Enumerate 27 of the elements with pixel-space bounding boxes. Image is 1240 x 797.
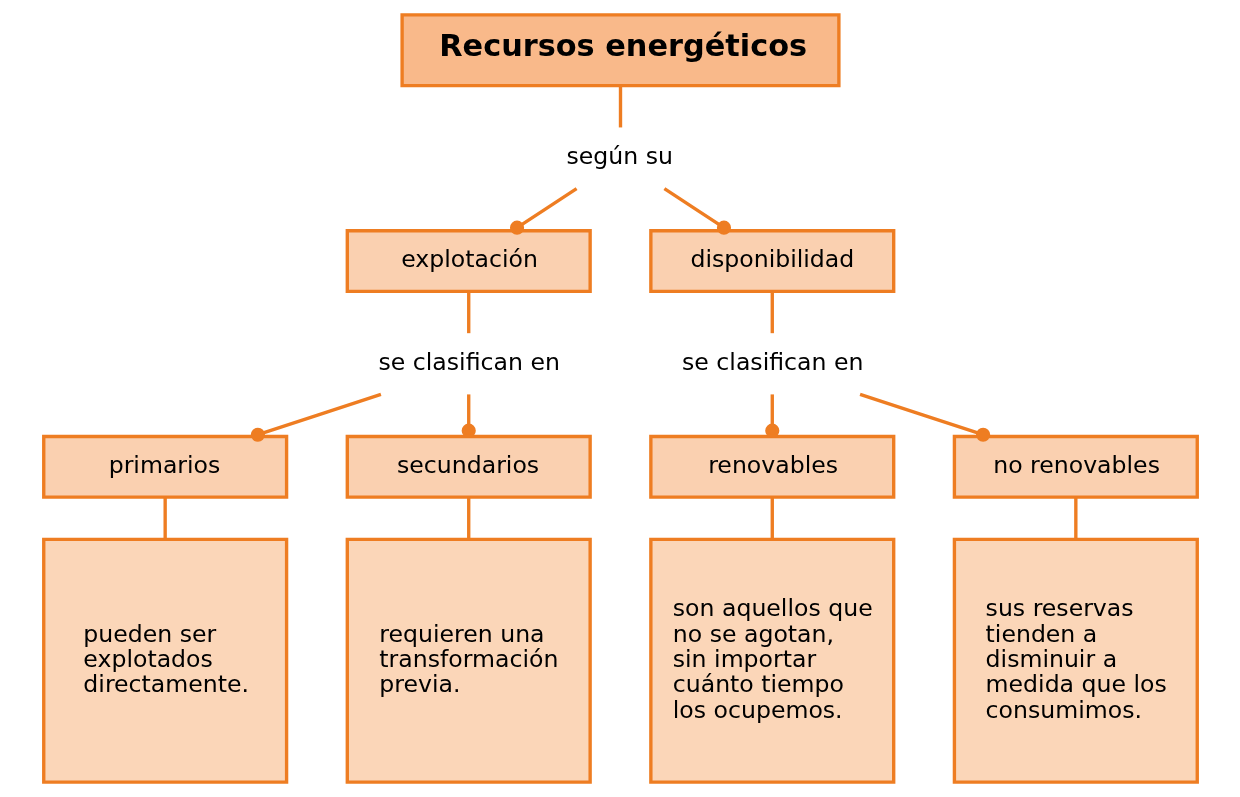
connector [250,392,381,442]
connector [662,187,731,235]
node-box: sus reservas tienden a disminuir a medida que los consumimos. [952,537,1199,784]
connector [764,394,779,438]
connector [1073,497,1077,539]
node-box: secundarios [345,434,592,499]
node-text: se clasifican en [378,348,560,377]
node-box: son aquellos que no se agotan, sin importar cuánto tiempo los ocupemos. [648,537,895,784]
connector [770,291,774,334]
node-box: Recursos energéticos [399,13,841,88]
connector [859,392,990,442]
node-box: requieren una transformación previa. [345,537,592,784]
connector [163,497,167,539]
connector [770,497,774,539]
connector [509,187,578,235]
node-box: pueden ser explotados directamente. [41,537,288,784]
node-box: primarios [41,434,288,499]
node-box: explotación [345,229,592,294]
connector [618,86,622,128]
node-box: no renovables [952,434,1199,499]
node-text: según su [566,142,673,171]
node-box: disponibilidad [648,229,895,294]
connector [466,497,470,539]
node-text: se clasifican en [681,348,863,377]
node-box: renovables [648,434,895,499]
connector [461,394,476,438]
connector [466,291,470,334]
